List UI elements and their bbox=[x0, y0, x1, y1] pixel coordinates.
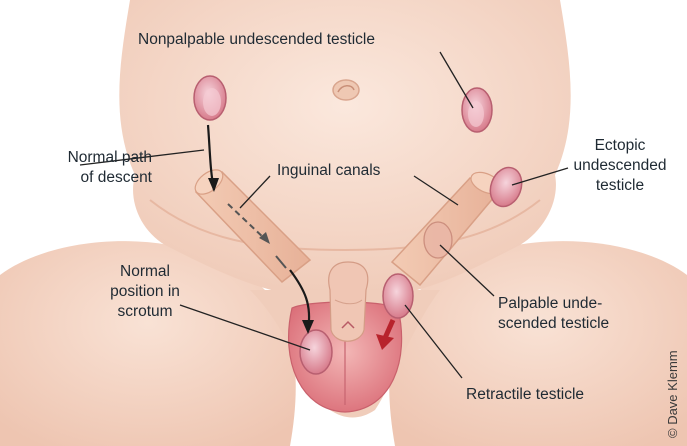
label-normal-position-line2: position in bbox=[88, 282, 202, 302]
label-normal-position-line3: scrotum bbox=[88, 302, 202, 322]
label-ectopic-line1: Ectopic bbox=[560, 136, 680, 156]
label-ectopic-line2: undescended bbox=[560, 156, 680, 176]
label-palpable-line1: Palpable unde- bbox=[498, 294, 609, 314]
label-normal-path: Normal path of descent bbox=[8, 148, 152, 188]
label-normal-position-line1: Normal bbox=[88, 262, 202, 282]
label-retractile: Retractile testicle bbox=[466, 385, 584, 405]
navel bbox=[333, 80, 359, 100]
label-normal-path-line2: of descent bbox=[8, 168, 152, 188]
label-normal-position: Normal position in scrotum bbox=[88, 262, 202, 322]
label-ectopic-line3: testicle bbox=[560, 176, 680, 196]
label-ectopic: Ectopic undescended testicle bbox=[560, 136, 680, 196]
label-palpable-line2: scended testicle bbox=[498, 314, 609, 334]
label-palpable: Palpable unde- scended testicle bbox=[498, 294, 609, 334]
testicle-retractile bbox=[383, 274, 413, 318]
penis bbox=[329, 262, 368, 341]
illustration-credit: © Dave Klemm bbox=[665, 350, 680, 438]
label-nonpalpable: Nonpalpable undescended testicle bbox=[138, 30, 375, 50]
testicle-normal-scrotum bbox=[300, 330, 332, 374]
testicle-nonpalpable-left bbox=[194, 76, 226, 120]
label-inguinal-canals: Inguinal canals bbox=[277, 161, 380, 181]
testicle-nonpalpable-right bbox=[462, 88, 492, 132]
label-normal-path-line1: Normal path bbox=[8, 148, 152, 168]
